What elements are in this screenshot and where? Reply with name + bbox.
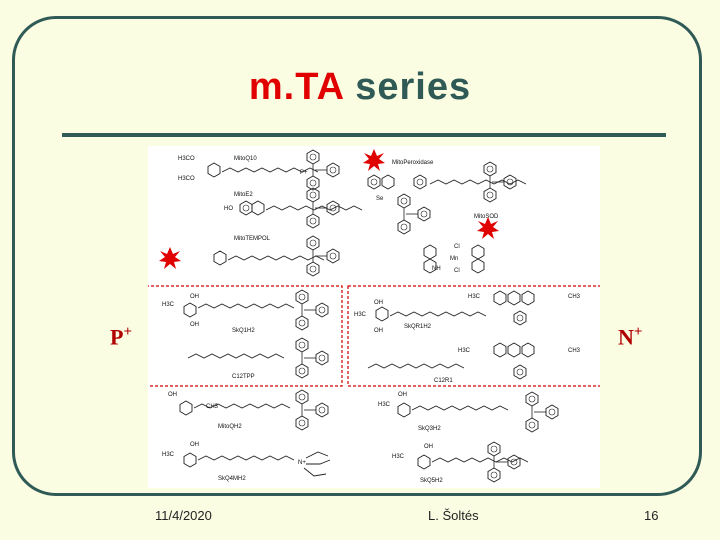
atom-label: OH	[190, 322, 199, 328]
atom-label: H3C	[354, 312, 367, 318]
mitoperoxidase-structure: MitoPeroxidase Se	[363, 149, 527, 202]
mitoqh-structure: OH CH3 MitoQH2	[168, 390, 328, 430]
compound-label: C12R1	[434, 378, 453, 384]
skq3h-structure: OH H3C SkQ3H2	[378, 392, 558, 432]
atom-label: H3C	[458, 348, 471, 354]
footer-page-number: 16	[644, 508, 659, 523]
compound-label: SkQ1H2	[232, 328, 255, 334]
c12tpp-structure: C12TPP	[187, 338, 328, 380]
atom-label: CH3	[568, 348, 581, 354]
atom-label: OH	[424, 444, 433, 450]
skq4mh-structure: OH H3C SkQ4MH2 N+	[162, 442, 331, 482]
atom-label: H3C	[162, 302, 175, 308]
compound-label: MitoSOD	[474, 214, 499, 220]
title-mta: m.TA	[248, 66, 344, 108]
slide-frame	[12, 16, 702, 496]
structures-svg: H3CO H3CO MitoQ10 P+ HO MitoE2 MitoTEMPO…	[148, 149, 600, 484]
mitoq-structure: H3CO H3CO MitoQ10 P+	[178, 150, 339, 190]
footer-author: L. Šoltés	[428, 508, 479, 523]
atom-label: Se	[376, 196, 384, 202]
p-plus-letter: P	[110, 324, 124, 350]
atom-label: H3CO	[178, 156, 195, 162]
compound-label: MitoE2	[234, 192, 253, 198]
title-underline	[62, 133, 666, 137]
atom-label: HO	[224, 206, 233, 212]
title-series: series	[355, 66, 472, 108]
atom-label: OH	[190, 442, 199, 448]
compound-label: MitoQ10	[234, 156, 257, 162]
compound-label: C12TPP	[232, 374, 255, 380]
atom-label: H3C	[468, 294, 481, 300]
compound-label: MitoQH2	[218, 424, 242, 430]
n-plus-box	[347, 285, 600, 387]
atom-label: H3C	[378, 402, 391, 408]
chemical-structures-figure: H3CO H3CO MitoQ10 P+ HO MitoE2 MitoTEMPO…	[148, 146, 600, 488]
mitotempol-structure: MitoTEMPOL	[159, 236, 339, 276]
p-plus-label: P+	[110, 324, 132, 350]
mitosod-structure: MitoSOD Cl Mn Cl NH	[398, 194, 499, 274]
compound-label: SkQ4MH2	[218, 476, 246, 482]
n-plus-charge: +	[633, 324, 643, 340]
compound-label: MitoPeroxidase	[392, 160, 434, 166]
atom-label: OH	[190, 294, 199, 300]
compound-label: SkQ3H2	[418, 426, 441, 432]
p-plus-charge: +	[123, 324, 133, 340]
atom-label: N+	[298, 460, 306, 466]
atom-label: H3C	[392, 454, 405, 460]
mitoe-structure: HO MitoE2	[224, 188, 363, 228]
atom-label: Cl	[454, 244, 460, 250]
n-plus-label: N+	[618, 324, 642, 350]
atom-label: OH	[168, 392, 177, 398]
compound-label: SkQR1H2	[404, 324, 432, 330]
skq1h-structure: OH H3C OH SkQ1H2	[162, 290, 328, 334]
atom-label: P+	[300, 170, 308, 176]
atom-label: OH	[374, 300, 383, 306]
skqr1h-structure: OH H3C OH SkQR1H2 H3C CH3	[354, 290, 581, 334]
n-plus-letter: N	[618, 324, 634, 350]
slide-title: m.TA series	[0, 66, 720, 109]
atom-label: OH	[374, 328, 383, 334]
atom-label: CH3	[568, 294, 581, 300]
compound-label: SkQ5H2	[420, 478, 443, 484]
atom-label: Cl	[454, 268, 460, 274]
skq5h-structure: OH H3C SkQ5H2	[392, 442, 529, 484]
atom-label: OH	[398, 392, 407, 398]
p-plus-box	[148, 285, 343, 387]
atom-label: H3CO	[178, 176, 195, 182]
compound-label: MitoTEMPOL	[234, 236, 271, 242]
footer-date: 11/4/2020	[155, 508, 212, 523]
atom-label: Mn	[450, 256, 458, 262]
c12r1-structure: C12R1 H3C CH3	[367, 342, 581, 384]
atom-label: H3C	[162, 452, 175, 458]
